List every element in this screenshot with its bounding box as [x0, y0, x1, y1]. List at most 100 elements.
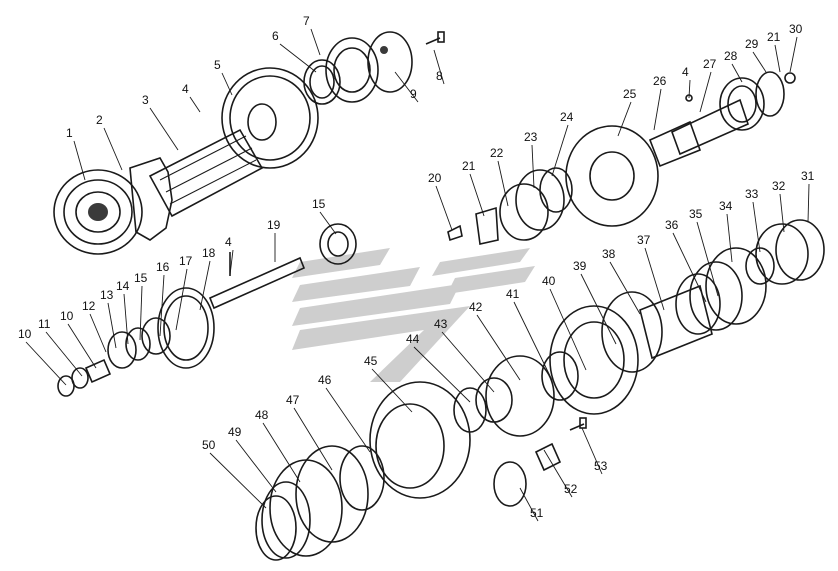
callout-label-c26: 26 — [653, 74, 667, 88]
leader-line-c8 — [433, 49, 445, 85]
callout-label-c36: 36 — [665, 218, 679, 232]
callout-label-c38: 38 — [602, 247, 616, 261]
leader-line-c7 — [310, 28, 321, 56]
callout-label-c23: 23 — [524, 130, 538, 144]
leader-line-c1 — [73, 140, 86, 181]
leader-line-c31 — [807, 183, 810, 223]
hub-22 — [499, 183, 549, 241]
leader-line-c4a — [189, 96, 201, 113]
leader-line-c30 — [789, 36, 798, 73]
callout-label-c32: 32 — [772, 179, 786, 193]
leader-line-c37 — [644, 247, 665, 311]
callout-label-c48: 48 — [255, 408, 269, 422]
bearing-28 — [719, 77, 765, 131]
hub-34 — [705, 247, 767, 325]
callout-label-c34: 34 — [719, 199, 733, 213]
leader-line-c51 — [519, 487, 539, 522]
leader-line-c48 — [262, 422, 301, 483]
callout-label-c30: 30 — [789, 22, 803, 36]
callout-label-c21b: 21 — [767, 30, 781, 44]
leader-line-c4b — [229, 249, 234, 276]
leader-line-c22 — [497, 160, 509, 207]
callout-label-c42: 42 — [469, 300, 483, 314]
leader-line-c15a — [139, 285, 143, 341]
callout-label-c50: 50 — [202, 438, 216, 452]
leader-line-c3 — [149, 107, 179, 151]
callout-label-c13: 13 — [100, 288, 114, 302]
callout-label-c39: 39 — [573, 259, 587, 273]
leader-line-c15b — [319, 211, 337, 235]
leader-line-c16 — [159, 274, 165, 337]
callout-label-c40: 40 — [542, 274, 556, 288]
gear-25 — [565, 125, 659, 227]
leader-line-c21b — [774, 44, 781, 73]
leader-line-c25 — [617, 101, 632, 137]
leader-line-c23 — [531, 144, 535, 189]
callout-label-c45: 45 — [364, 354, 378, 368]
callout-label-c28: 28 — [724, 49, 738, 63]
callout-label-c7: 7 — [303, 14, 310, 28]
leader-line-c10b — [67, 323, 97, 369]
leader-line-c49 — [235, 439, 277, 493]
bearing-15 — [319, 223, 357, 265]
callout-label-c47: 47 — [286, 393, 300, 407]
leader-line-c43 — [441, 331, 495, 393]
leader-line-c38 — [609, 261, 641, 315]
callout-label-c16: 16 — [156, 260, 170, 274]
gear-5 — [221, 67, 319, 169]
callout-label-c21a: 21 — [462, 159, 476, 173]
leader-line-c42 — [476, 314, 521, 381]
leader-line-c6 — [279, 43, 317, 73]
callout-label-c24: 24 — [560, 110, 574, 124]
leader-line-c20 — [435, 185, 453, 231]
leader-line-c53 — [581, 427, 603, 475]
callout-label-c10a: 10 — [18, 327, 32, 341]
leader-line-c2 — [103, 127, 123, 171]
callout-label-c8: 8 — [436, 69, 443, 83]
lower-left-shaft-assembly — [57, 223, 357, 397]
leader-line-c5 — [221, 72, 233, 96]
callout-label-c43: 43 — [434, 317, 448, 331]
leader-line-c33 — [752, 201, 761, 253]
leader-line-c45 — [371, 368, 413, 413]
callout-label-c10b: 10 — [60, 309, 74, 323]
leader-line-c35 — [696, 221, 719, 297]
callout-label-c41: 41 — [506, 287, 520, 301]
callout-label-c2: 2 — [96, 113, 103, 127]
leader-line-c4c — [688, 79, 691, 99]
leader-line-c36 — [672, 232, 707, 303]
gear-38 — [601, 291, 663, 373]
callout-label-c3: 3 — [142, 93, 149, 107]
callout-label-c53: 53 — [594, 459, 608, 473]
callout-label-c14: 14 — [116, 279, 130, 293]
callout-label-c33: 33 — [745, 187, 759, 201]
leader-line-c50 — [209, 452, 267, 509]
leader-line-c24 — [551, 124, 569, 177]
callout-label-c5: 5 — [214, 58, 221, 72]
callout-label-c27: 27 — [703, 57, 717, 71]
leader-line-c18 — [199, 260, 211, 311]
leader-line-c29 — [752, 51, 767, 73]
leader-line-c11 — [45, 331, 83, 377]
leader-line-c14 — [123, 293, 129, 345]
leader-line-c34 — [726, 213, 733, 263]
hub-42 — [485, 355, 555, 437]
callout-label-c19: 19 — [267, 218, 281, 232]
leader-line-c17 — [175, 268, 188, 331]
callout-label-c29: 29 — [745, 37, 759, 51]
leader-line-c9 — [394, 71, 419, 103]
callout-label-c37: 37 — [637, 233, 651, 247]
upper-right-shaft-assembly — [447, 71, 796, 245]
leader-line-c40 — [549, 288, 587, 371]
leader-line-c27 — [699, 71, 712, 113]
callout-label-c17: 17 — [179, 254, 193, 268]
leader-line-c28 — [731, 63, 743, 83]
callout-label-c9: 9 — [410, 87, 417, 101]
callout-label-c4a: 4 — [182, 82, 189, 96]
callout-label-c25: 25 — [623, 87, 637, 101]
callout-label-c51: 51 — [530, 506, 544, 520]
gear-18 — [157, 287, 215, 369]
callout-label-c52: 52 — [564, 482, 578, 496]
